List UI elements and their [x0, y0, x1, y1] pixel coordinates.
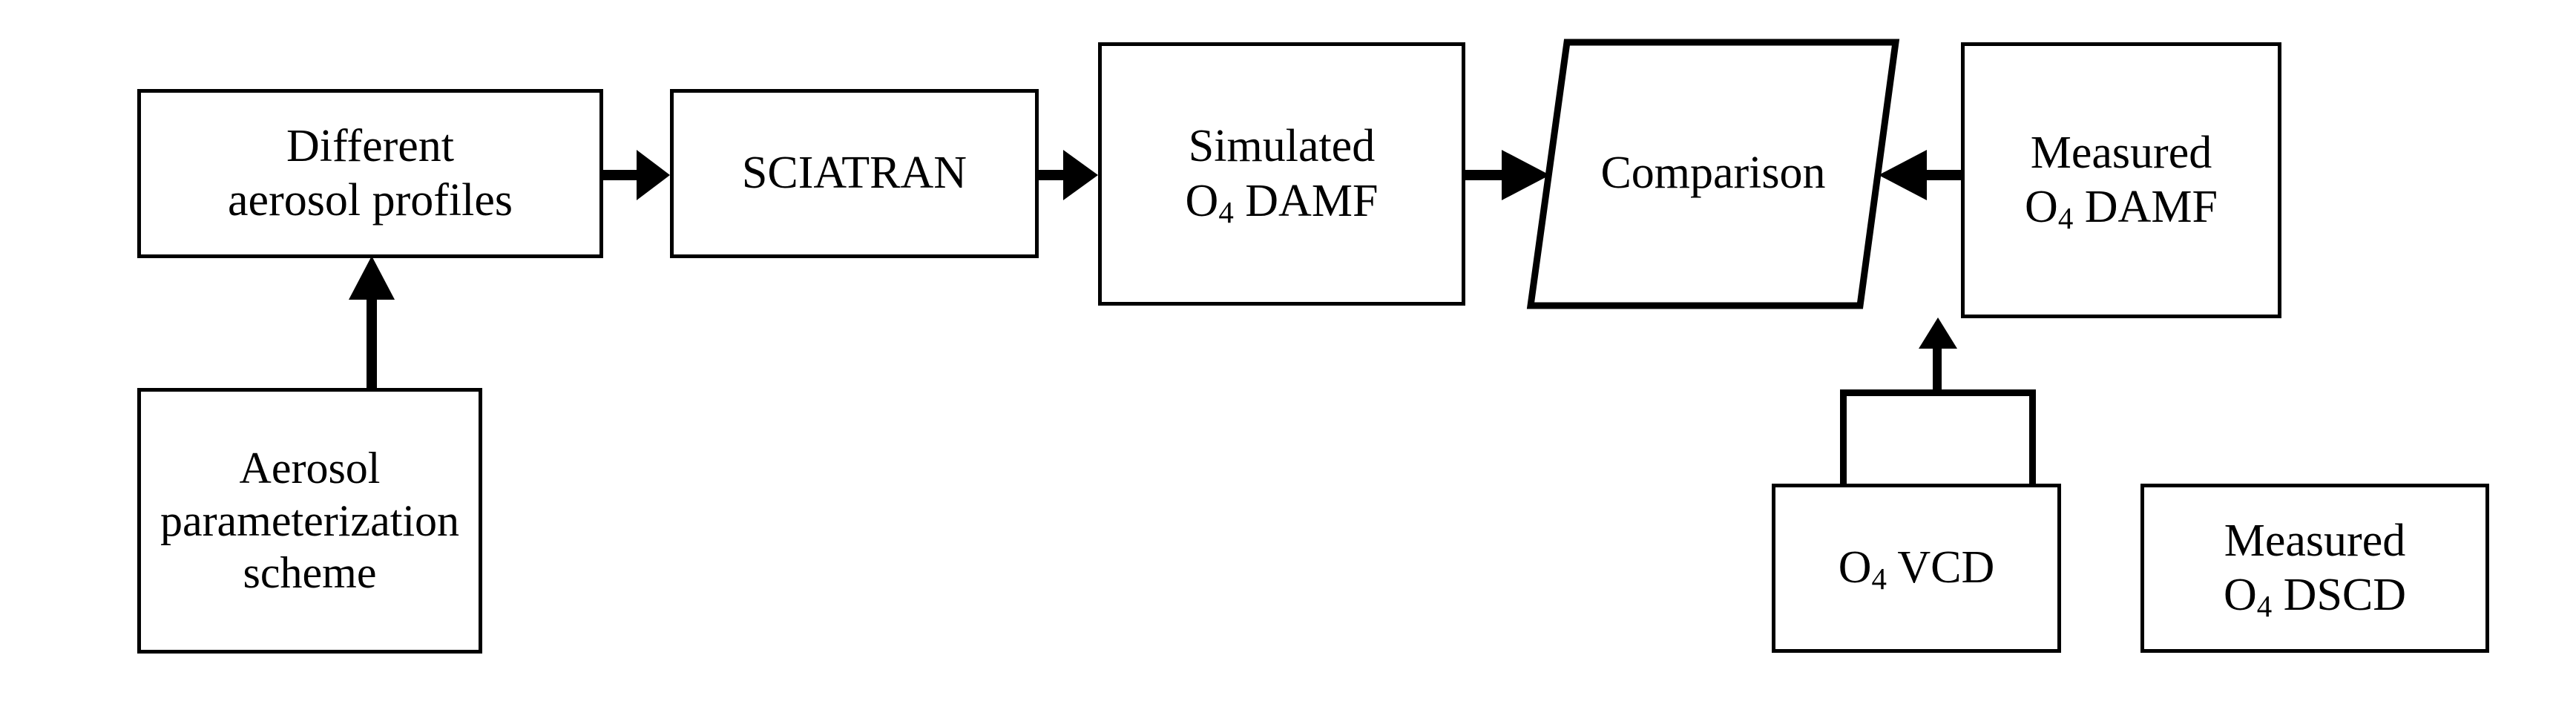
node-sciatran[interactable]: SCIATRAN	[670, 89, 1039, 258]
subscript-4: 4	[2256, 590, 2273, 623]
bracket-vcd-dscd	[1840, 389, 2036, 486]
subscript-4: 4	[1871, 562, 1887, 596]
arrow-scheme-to-profiles	[349, 256, 395, 390]
arrow-measured-to-comparison	[1879, 150, 1961, 200]
arrow-simulated-to-comparison	[1465, 150, 1550, 200]
arrow-sciatran-to-simulated	[1039, 150, 1098, 200]
arrow-merge-to-measured-damf	[1919, 317, 1957, 393]
subscript-4: 4	[1218, 195, 1234, 229]
node-comparison[interactable]	[1514, 30, 1929, 326]
node-o4-vcd[interactable]: O4 VCD	[1772, 484, 2061, 653]
subscript-4: 4	[2057, 202, 2074, 235]
parallelogram-outline	[1526, 39, 1900, 309]
node-label: SCIATRAN	[741, 148, 967, 199]
node-comparison-label: Comparison	[1600, 148, 1826, 198]
arrow-profiles-to-sciatran	[603, 150, 670, 200]
node-label: O4 VCD	[1838, 542, 1995, 596]
